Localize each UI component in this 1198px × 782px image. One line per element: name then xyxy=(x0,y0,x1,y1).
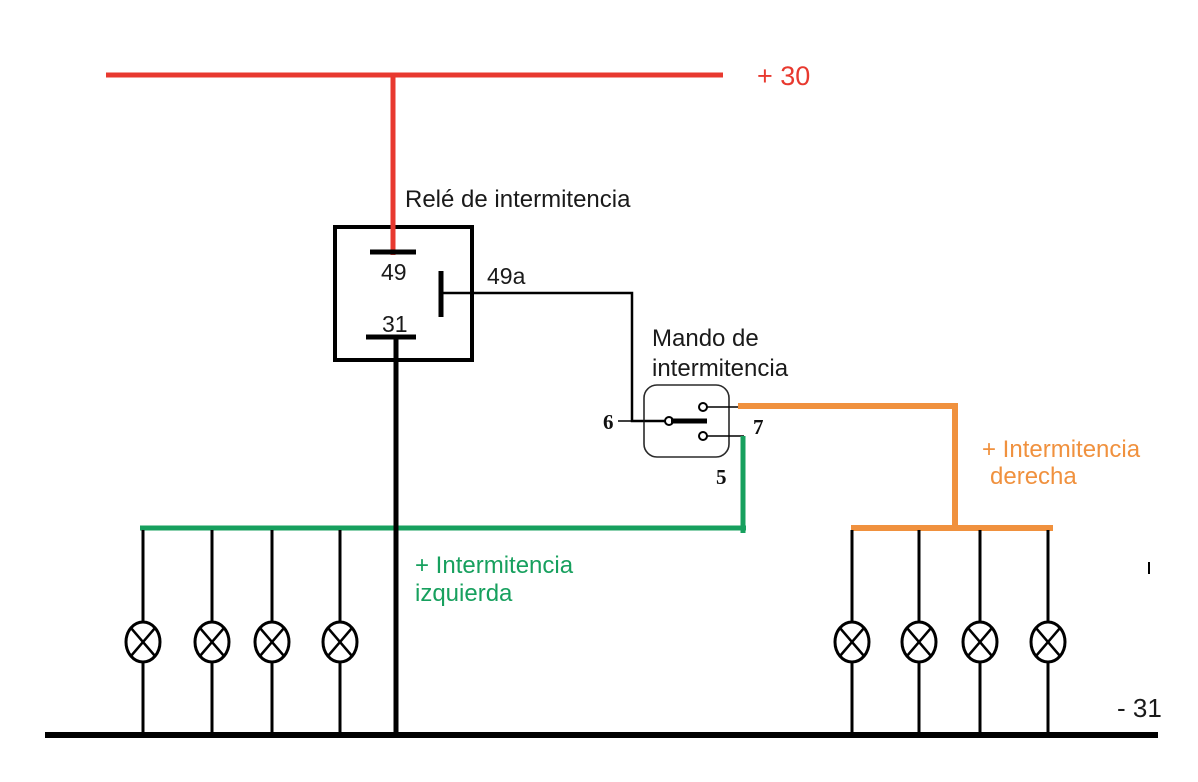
left-lamp-3 xyxy=(253,528,291,737)
right-lamp-2 xyxy=(900,528,938,737)
right-lamp-1 xyxy=(833,528,871,737)
switch-terminal-5-contact xyxy=(698,431,708,441)
relay-terminal-49-label: 49 xyxy=(381,259,407,285)
right-branch-label-line1: + Intermitencia xyxy=(982,436,1141,463)
right-lamp-4 xyxy=(1029,528,1067,737)
left-lamp-1 xyxy=(124,528,162,737)
left-branch-label-line1: + Intermitencia xyxy=(415,552,574,579)
switch-terminal-5-label: 5 xyxy=(716,465,727,489)
relay-title: Relé de intermitencia xyxy=(405,186,631,213)
right-lamp-3 xyxy=(961,528,999,737)
right-branch-label-line2: derecha xyxy=(990,463,1077,490)
left-branch-label-line2: izquierda xyxy=(415,580,513,607)
left-lamp-2 xyxy=(193,528,231,737)
power-positive-label: + 30 xyxy=(757,61,810,91)
right-turn-feed-wire xyxy=(738,403,958,531)
relay-terminal-31-label: 31 xyxy=(382,311,408,337)
left-lamp-4 xyxy=(321,528,359,737)
switch-title-line1: Mando de xyxy=(652,325,759,352)
switch-title-line2: intermitencia xyxy=(652,355,789,382)
wire-49a-to-switch xyxy=(443,291,666,423)
switch-terminal-7-contact xyxy=(698,402,708,412)
ground-label: - 31 xyxy=(1117,693,1162,723)
switch-terminal-6-label: 6 xyxy=(603,410,614,434)
switch-terminal-7-label: 7 xyxy=(753,415,764,439)
relay-terminal-49a-label: 49a xyxy=(487,263,526,289)
